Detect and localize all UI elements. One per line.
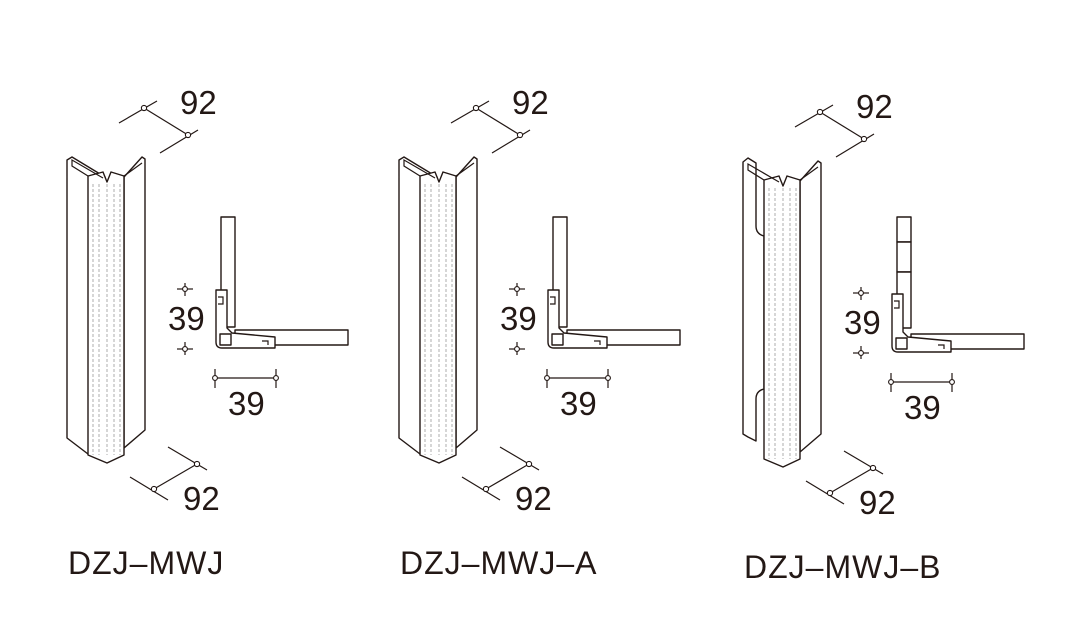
profile-width-label: 39 (904, 389, 941, 426)
cross-section-profile (215, 216, 349, 349)
cross-section-profile (547, 216, 681, 349)
top-width-label: 92 (180, 84, 217, 121)
profile-width-label: 39 (560, 385, 597, 422)
top-width-dimension: 92 (450, 84, 549, 154)
corner-guard-3d-view (742, 157, 822, 468)
right-panel (799, 160, 822, 453)
profile-height-label: 39 (844, 304, 881, 341)
right-panel (123, 156, 146, 449)
top-width-dimension: 92 (794, 88, 893, 158)
profile-width-dimension: 39 (888, 373, 955, 426)
bottom-width-dimension: 92 (461, 446, 552, 517)
cross-section-profile (891, 216, 1025, 353)
product-model-label: DZJ–MWJ–A (400, 545, 597, 581)
top-width-label: 92 (856, 88, 893, 125)
bottom-width-label: 92 (183, 480, 220, 517)
bottom-width-label: 92 (515, 480, 552, 517)
bottom-width-label: 92 (859, 484, 896, 521)
profile-height-dimension: 39 (168, 283, 205, 355)
product-model-label: DZJ–MWJ (68, 545, 224, 581)
top-width-dimension: 92 (118, 84, 217, 154)
hook-plate (742, 157, 765, 442)
corner-guard-3d-view (398, 156, 478, 464)
right-panel (455, 156, 478, 449)
profile-height-label: 39 (500, 300, 537, 337)
product-model-label: DZJ–MWJ–B (744, 549, 941, 585)
profile-width-dimension: 39 (212, 369, 279, 422)
profile-height-dimension: 39 (844, 287, 881, 359)
profile-width-dimension: 39 (544, 369, 611, 422)
profile-height-label: 39 (168, 300, 205, 337)
profile-height-dimension: 39 (500, 283, 537, 355)
corner-guard-3d-view (66, 156, 146, 464)
bottom-width-dimension: 92 (805, 450, 896, 521)
center-strip (763, 175, 801, 468)
profile-width-label: 39 (228, 385, 265, 422)
top-width-label: 92 (512, 84, 549, 121)
bottom-width-dimension: 92 (129, 446, 220, 517)
